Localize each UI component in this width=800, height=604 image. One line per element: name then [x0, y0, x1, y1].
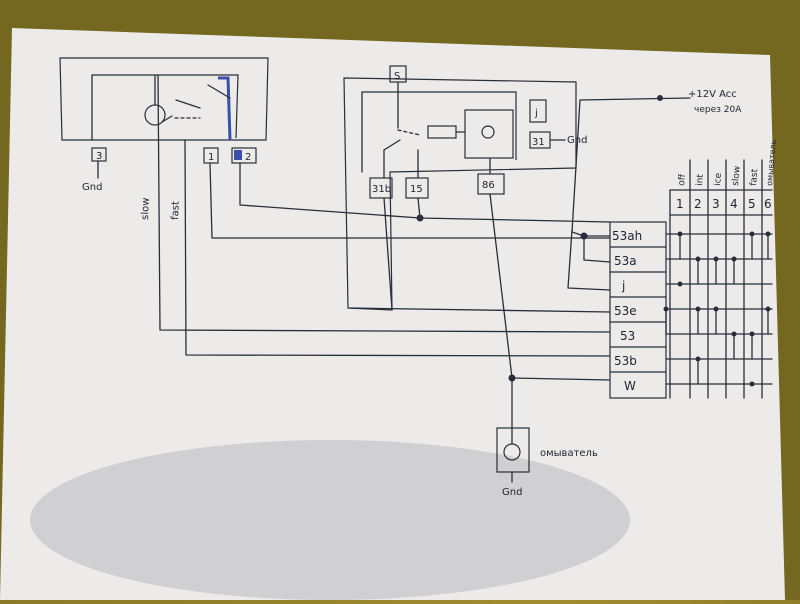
relay-wires	[349, 193, 611, 429]
row-label-53a: 53a	[614, 254, 637, 268]
relay-s-label: S	[394, 71, 400, 82]
paper-shadow	[30, 440, 630, 600]
col-num-1: 1	[676, 197, 684, 211]
row-label-53e: 53e	[614, 304, 637, 318]
relay-31b-box	[369, 177, 393, 199]
switch-table: 53ah 53a j 53e 53 53b W 1 2 3 4 5 6 off …	[609, 139, 778, 399]
relay-86-box	[477, 173, 505, 195]
relay-block: S j 31 Gnd 31b 15 86	[343, 65, 587, 311]
row-label-w: W	[624, 379, 636, 393]
col-header-fast: fast	[749, 168, 760, 186]
relay-coil-icon	[481, 125, 495, 139]
washer-gnd-label: Gnd	[502, 487, 522, 498]
relay-86-label: 86	[482, 180, 495, 191]
terminal-2-box	[231, 147, 257, 164]
col-header-ice: ice	[713, 172, 724, 186]
row-label-j: j	[621, 279, 625, 293]
col-num-2: 2	[694, 197, 702, 211]
switch-connections	[663, 231, 771, 387]
wire-fast-label: fast	[170, 201, 182, 220]
relay-15-label: 15	[410, 184, 423, 195]
washer-motor-block: омыватель Gnd	[496, 427, 598, 498]
power-feed: +12V Acc через 20A	[567, 89, 742, 291]
col-num-4: 4	[730, 197, 738, 211]
col-num-3: 3	[712, 197, 720, 211]
row-label-53ah: 53ah	[612, 229, 642, 243]
power-fuse-label: через 20A	[694, 105, 742, 115]
washer-label: омыватель	[540, 448, 598, 459]
relay-31b-label: 31b	[372, 184, 391, 195]
relay-j-box	[529, 99, 547, 123]
motor-wires: slow fast	[140, 74, 611, 357]
col-num-5: 5	[748, 197, 756, 211]
wire-slow-label: slow	[140, 197, 152, 220]
row-label-53: 53	[620, 329, 635, 343]
col-header-slow: slow	[731, 165, 743, 186]
wiper-motor-block: 3 1 2 Gnd	[59, 57, 269, 193]
relay-31-label: 31	[532, 137, 545, 148]
terminal-1-label: 1	[208, 152, 214, 163]
relay-j-label: j	[534, 108, 538, 119]
col-header-int: int	[695, 173, 706, 186]
power-label: +12V Acc	[688, 89, 737, 100]
col-num-6: 6	[764, 197, 772, 211]
terminal-gnd-label: 3	[96, 151, 102, 162]
row-label-53b: 53b	[614, 354, 637, 368]
terminal-gnd-box	[91, 147, 107, 162]
motor-gnd-label: Gnd	[82, 182, 102, 193]
terminal-2-label: 2	[245, 152, 251, 163]
relay-15-box	[405, 177, 429, 199]
terminal-1-box	[203, 147, 219, 164]
col-header-washer: омыватель	[765, 139, 778, 186]
relay-coil-box	[464, 109, 514, 159]
col-header-off: off	[677, 173, 688, 186]
